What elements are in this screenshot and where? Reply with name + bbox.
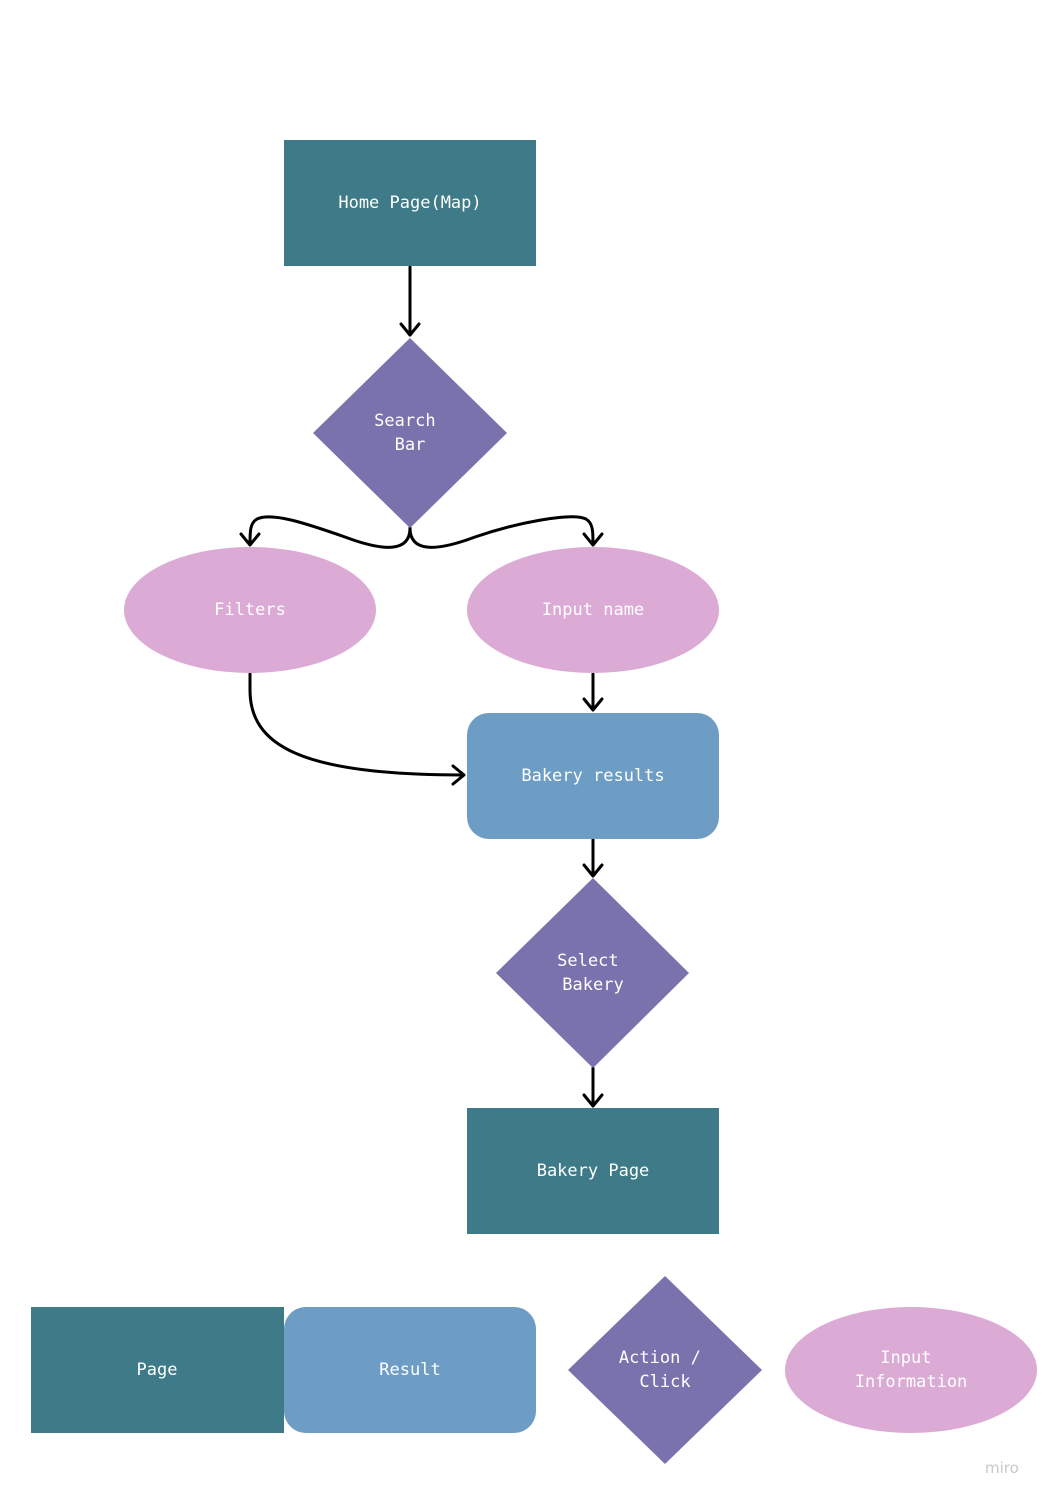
- node-label: Select Bakery: [557, 951, 629, 995]
- arrowhead-bakery-page: [582, 1093, 604, 1108]
- node-search-bar[interactable]: Search Bar: [313, 338, 507, 528]
- legend-action: Action / Click: [568, 1276, 762, 1464]
- arrowhead-input-name: [582, 532, 604, 547]
- arrowhead-search: [399, 322, 421, 337]
- node-label-line: Bar: [395, 435, 426, 455]
- legend-page: Page: [31, 1307, 284, 1433]
- node-filters[interactable]: Filters: [124, 547, 376, 673]
- node-label: Filters: [214, 600, 286, 620]
- legend-label: Result: [379, 1360, 440, 1380]
- arrowhead-results-side: [451, 764, 466, 786]
- node-select-bakery[interactable]: Select Bakery: [496, 878, 689, 1068]
- legend-label-line: Action /: [619, 1348, 701, 1368]
- legend-input-swatch: [785, 1307, 1037, 1433]
- result-shape: [467, 713, 719, 839]
- action-shape: [496, 878, 689, 1068]
- node-home-page[interactable]: Home Page(Map): [284, 140, 536, 266]
- node-label: Bakery Page: [537, 1161, 650, 1181]
- legend-label-line: Result: [379, 1360, 440, 1380]
- legend-action-swatch: [568, 1276, 762, 1464]
- legend-label-line: Click: [639, 1372, 690, 1392]
- node-label: Bakery results: [521, 766, 664, 786]
- node-label: Input name: [542, 600, 644, 620]
- node-label: Home Page(Map): [338, 193, 481, 213]
- legend-label: Input Information: [855, 1348, 968, 1392]
- node-label-line: Input name: [542, 600, 644, 620]
- edge-search-to-input-name: [408, 515, 595, 549]
- node-label-line: Select: [557, 951, 618, 971]
- action-shape: [313, 338, 507, 528]
- arrowhead-filters: [239, 532, 261, 547]
- node-input-name[interactable]: Input name: [467, 547, 719, 673]
- legend-label: Action / Click: [619, 1348, 711, 1392]
- legend-result: Result: [284, 1307, 536, 1433]
- edge-search-to-filters: [248, 515, 412, 549]
- legend-input: Input Information: [785, 1307, 1037, 1433]
- edge-filters-to-results: [248, 672, 464, 777]
- node-label-line: Bakery results: [521, 766, 664, 786]
- arrowhead-select: [582, 863, 604, 878]
- node-label-line: Search: [374, 411, 435, 431]
- legend: Page Result Action / Click Input Informa…: [31, 1276, 1037, 1464]
- legend-page-swatch: [31, 1307, 284, 1433]
- input-shape: [124, 547, 376, 673]
- legend-label-line: Input: [880, 1348, 931, 1368]
- connectors: [239, 265, 604, 1108]
- node-label-line: Home Page(Map): [338, 193, 481, 213]
- node-label-line: Filters: [214, 600, 286, 620]
- legend-label-line: Page: [137, 1360, 178, 1380]
- legend-label-line: Information: [855, 1372, 968, 1392]
- node-bakery-results[interactable]: Bakery results: [467, 713, 719, 839]
- node-label-line: Bakery: [562, 975, 623, 995]
- arrowhead-results-top: [582, 697, 604, 712]
- input-shape: [467, 547, 719, 673]
- node-label: Search Bar: [374, 411, 446, 455]
- miro-watermark: miro: [985, 1459, 1019, 1477]
- node-label-line: Bakery Page: [537, 1161, 650, 1181]
- page-shape: [284, 140, 536, 266]
- page-shape: [467, 1108, 719, 1234]
- node-bakery-page[interactable]: Bakery Page: [467, 1108, 719, 1234]
- legend-label: Page: [137, 1360, 178, 1380]
- legend-result-swatch: [284, 1307, 536, 1433]
